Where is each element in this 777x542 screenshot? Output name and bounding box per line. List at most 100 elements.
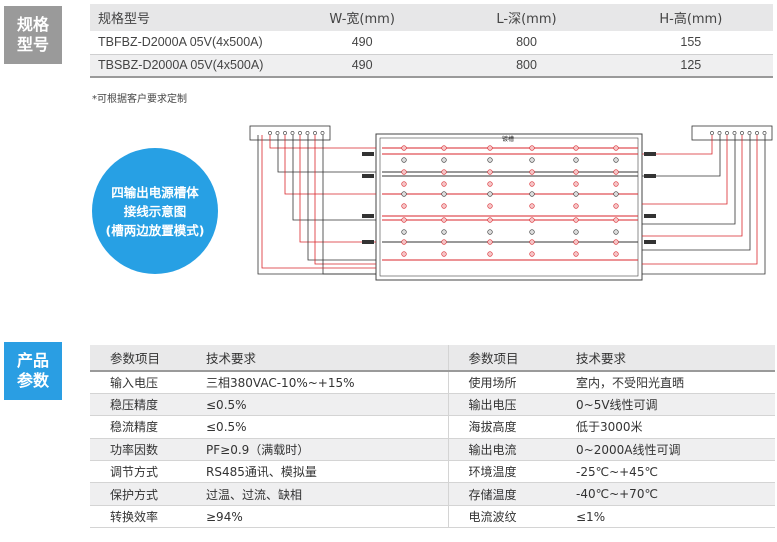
param-item: 功率因数: [90, 438, 198, 462]
node: [401, 239, 407, 245]
param-item: 输出电流: [447, 438, 568, 462]
node: [529, 251, 535, 257]
wire: [284, 135, 376, 195]
node: [487, 157, 493, 163]
param-value: RS485通讯、模拟量: [198, 460, 448, 484]
connector: [644, 214, 656, 218]
node: [298, 131, 302, 135]
spec-cell-width: 490: [280, 31, 445, 55]
node: [441, 239, 447, 245]
node: [441, 217, 447, 223]
param-item: 稳压精度: [90, 393, 198, 417]
node: [487, 145, 493, 151]
param-item: 稳流精度: [90, 415, 198, 439]
wire: [642, 135, 758, 265]
node: [401, 157, 407, 163]
node: [613, 157, 619, 163]
node: [613, 229, 619, 235]
table-row: TBFBZ-D2000A 05V(4x500A) 490 800 155: [90, 31, 773, 55]
node: [613, 145, 619, 151]
wire: [257, 135, 376, 275]
node: [529, 239, 535, 245]
node: [487, 251, 493, 257]
spec-cell-depth: 800: [444, 31, 609, 55]
node: [573, 145, 579, 151]
connector: [362, 214, 374, 218]
param-value: ≤1%: [568, 505, 775, 529]
spec-table: 规格型号 W-宽(mm) L-深(mm) H-高(mm) TBFBZ-D2000…: [90, 4, 773, 78]
wire: [642, 135, 713, 155]
table-row: 稳流精度≤0.5%海拔高度低于3000米: [90, 415, 775, 439]
wire: [642, 135, 728, 205]
param-item: 使用场所: [447, 371, 568, 394]
table-row: 转换效率≥94%电流波纹≤1%: [90, 505, 775, 529]
wire: [299, 135, 376, 243]
node: [487, 203, 493, 209]
param-value: 过温、过流、缺相: [198, 482, 448, 506]
node: [573, 157, 579, 163]
spec-cell-height: 155: [608, 31, 773, 55]
node: [275, 131, 280, 135]
diagram-caption-circle: 四输出电源槽体 接线示意图 (槽两边放置模式): [92, 148, 218, 274]
wire: [307, 135, 376, 261]
node: [725, 131, 729, 135]
wire: [642, 135, 751, 251]
tank-outer: [375, 133, 643, 281]
spec-table-header: 规格型号 W-宽(mm) L-深(mm) H-高(mm): [90, 4, 773, 31]
spec-cell-model: TBSBZ-D2000A 05V(4x500A): [90, 54, 280, 78]
wires: [257, 135, 766, 275]
node: [487, 229, 493, 235]
connector: [362, 174, 374, 178]
param-value: PF≥0.9（满载时）: [198, 438, 448, 462]
wire: [292, 135, 376, 221]
node: [529, 217, 535, 223]
connector: [644, 174, 656, 178]
param-item: 调节方式: [90, 460, 198, 484]
node: [401, 145, 407, 151]
wire: [277, 135, 376, 173]
node: [732, 131, 737, 135]
node: [613, 181, 619, 187]
nodes: [268, 131, 767, 257]
wire: [314, 135, 376, 265]
node: [573, 251, 579, 257]
param-item: 输出电压: [447, 393, 568, 417]
wire: [269, 135, 376, 149]
node: [401, 203, 407, 209]
param-item: 存储温度: [447, 482, 568, 506]
spec-header-height: H-高(mm): [608, 4, 773, 31]
node: [313, 131, 317, 135]
connector: [362, 240, 374, 244]
node: [573, 181, 579, 187]
params-table-header: 参数项目 技术要求 参数项目 技术要求: [90, 345, 775, 372]
tank-label: 镀槽: [502, 135, 514, 143]
node: [441, 157, 447, 163]
node: [573, 191, 579, 197]
node: [740, 131, 744, 135]
spec-header-depth: L-深(mm): [444, 4, 609, 31]
node: [613, 203, 619, 209]
node: [320, 131, 325, 135]
custom-note: *可根据客户要求定制: [92, 94, 187, 105]
node: [710, 131, 714, 135]
node: [613, 191, 619, 197]
wire: [642, 135, 743, 237]
table-row: 输入电压三相380VAC-10%~+15%使用场所室内，不受阳光直晒: [90, 371, 775, 394]
node: [529, 229, 535, 235]
param-value: ≤0.5%: [198, 393, 448, 417]
params-table: 参数项目 技术要求 参数项目 技术要求 输入电压三相380VAC-10%~+15…: [90, 345, 775, 529]
node: [529, 191, 535, 197]
connector: [644, 152, 656, 156]
node: [441, 251, 447, 257]
node: [441, 203, 447, 209]
param-value: ≥94%: [198, 505, 448, 529]
node: [441, 229, 447, 235]
node: [747, 131, 752, 135]
node: [717, 131, 722, 135]
node: [305, 131, 310, 135]
wire: [642, 135, 736, 225]
wire: [642, 135, 721, 177]
node: [573, 239, 579, 245]
